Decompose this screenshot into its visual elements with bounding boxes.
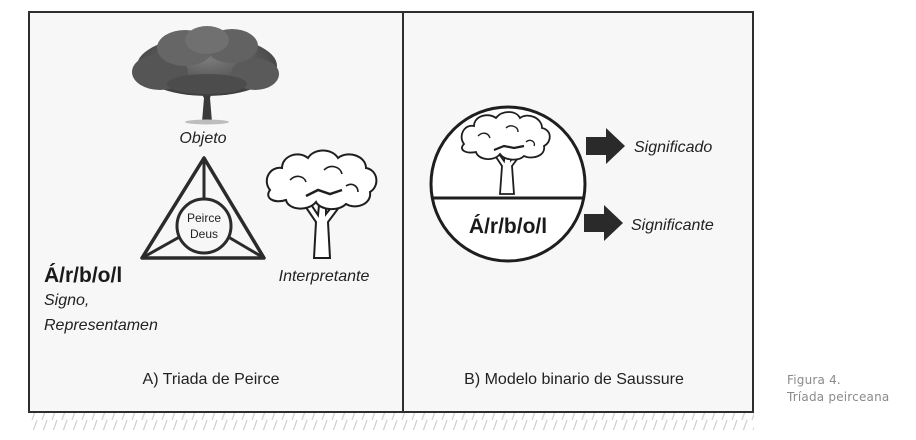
significante-label: Significante (631, 217, 714, 234)
representamen-label: Representamen (44, 317, 158, 334)
signo-word: Á/r/b/o/l (44, 264, 122, 287)
objeto-label: Objeto (179, 130, 226, 147)
saussure-word: Á/r/b/o/l (469, 215, 547, 238)
panel-b-caption: B) Modelo binario de Saussure (464, 371, 684, 388)
panel-a-caption: A) Triada de Peirce (143, 371, 280, 388)
photo-tree-icon (132, 26, 279, 125)
arrow-right-icon (584, 205, 623, 241)
arrow-right-icon (586, 128, 625, 164)
figure-number: Figura 4. (787, 373, 841, 387)
peirce-label: Peirce (187, 211, 221, 225)
deus-label: Deus (190, 227, 218, 241)
peirce-triangle (140, 156, 266, 260)
panel-a: Objeto Peirce Deus Interpretante Á/r/b/o… (44, 26, 378, 388)
drawn-tree-icon (265, 149, 378, 259)
panel-b: Á/r/b/o/l Significado Significante B) Mo… (429, 105, 714, 388)
interpretante-label: Interpretante (279, 268, 370, 285)
figure-caption: Figura 4. Tríada peirceana (787, 372, 889, 406)
figure-title: Tríada peirceana (787, 390, 890, 404)
signo-label: Signo, (44, 292, 89, 309)
shadow-hatch (28, 412, 754, 430)
signified-tree-icon (460, 111, 551, 195)
significado-label: Significado (634, 139, 712, 156)
